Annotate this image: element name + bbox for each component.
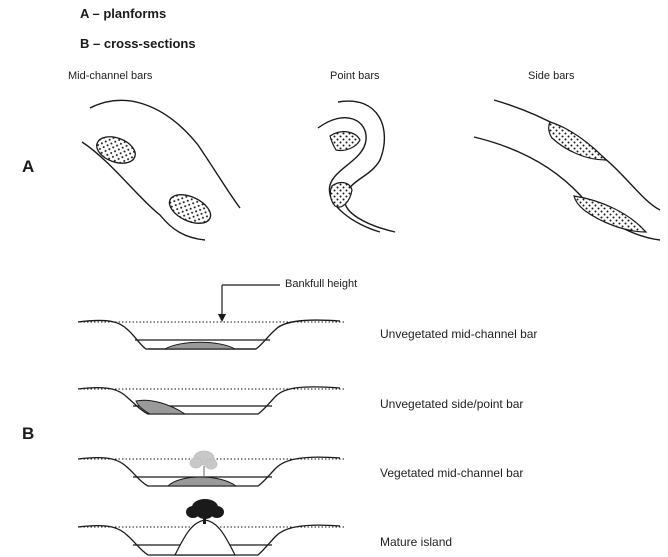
mid-channel-planform [82,100,240,240]
mid-channel-bar-1 [93,132,139,168]
side-bar-lower [574,196,646,232]
point-bar-planform [318,101,395,232]
bar-fill-1 [165,342,235,349]
bankfull-arrowhead [218,314,226,322]
point-bar-upper [330,132,360,151]
side-bar-upper [549,122,606,160]
mid-channel-bar-2 [165,189,215,229]
point-bar-lower [330,183,352,208]
bar-fill-3 [168,477,236,486]
cross-section-2 [78,387,345,414]
mature-tree-icon [186,499,224,524]
young-vegetation-icon [190,451,217,476]
island-mound [175,520,235,555]
bankfull-callout [222,285,280,316]
